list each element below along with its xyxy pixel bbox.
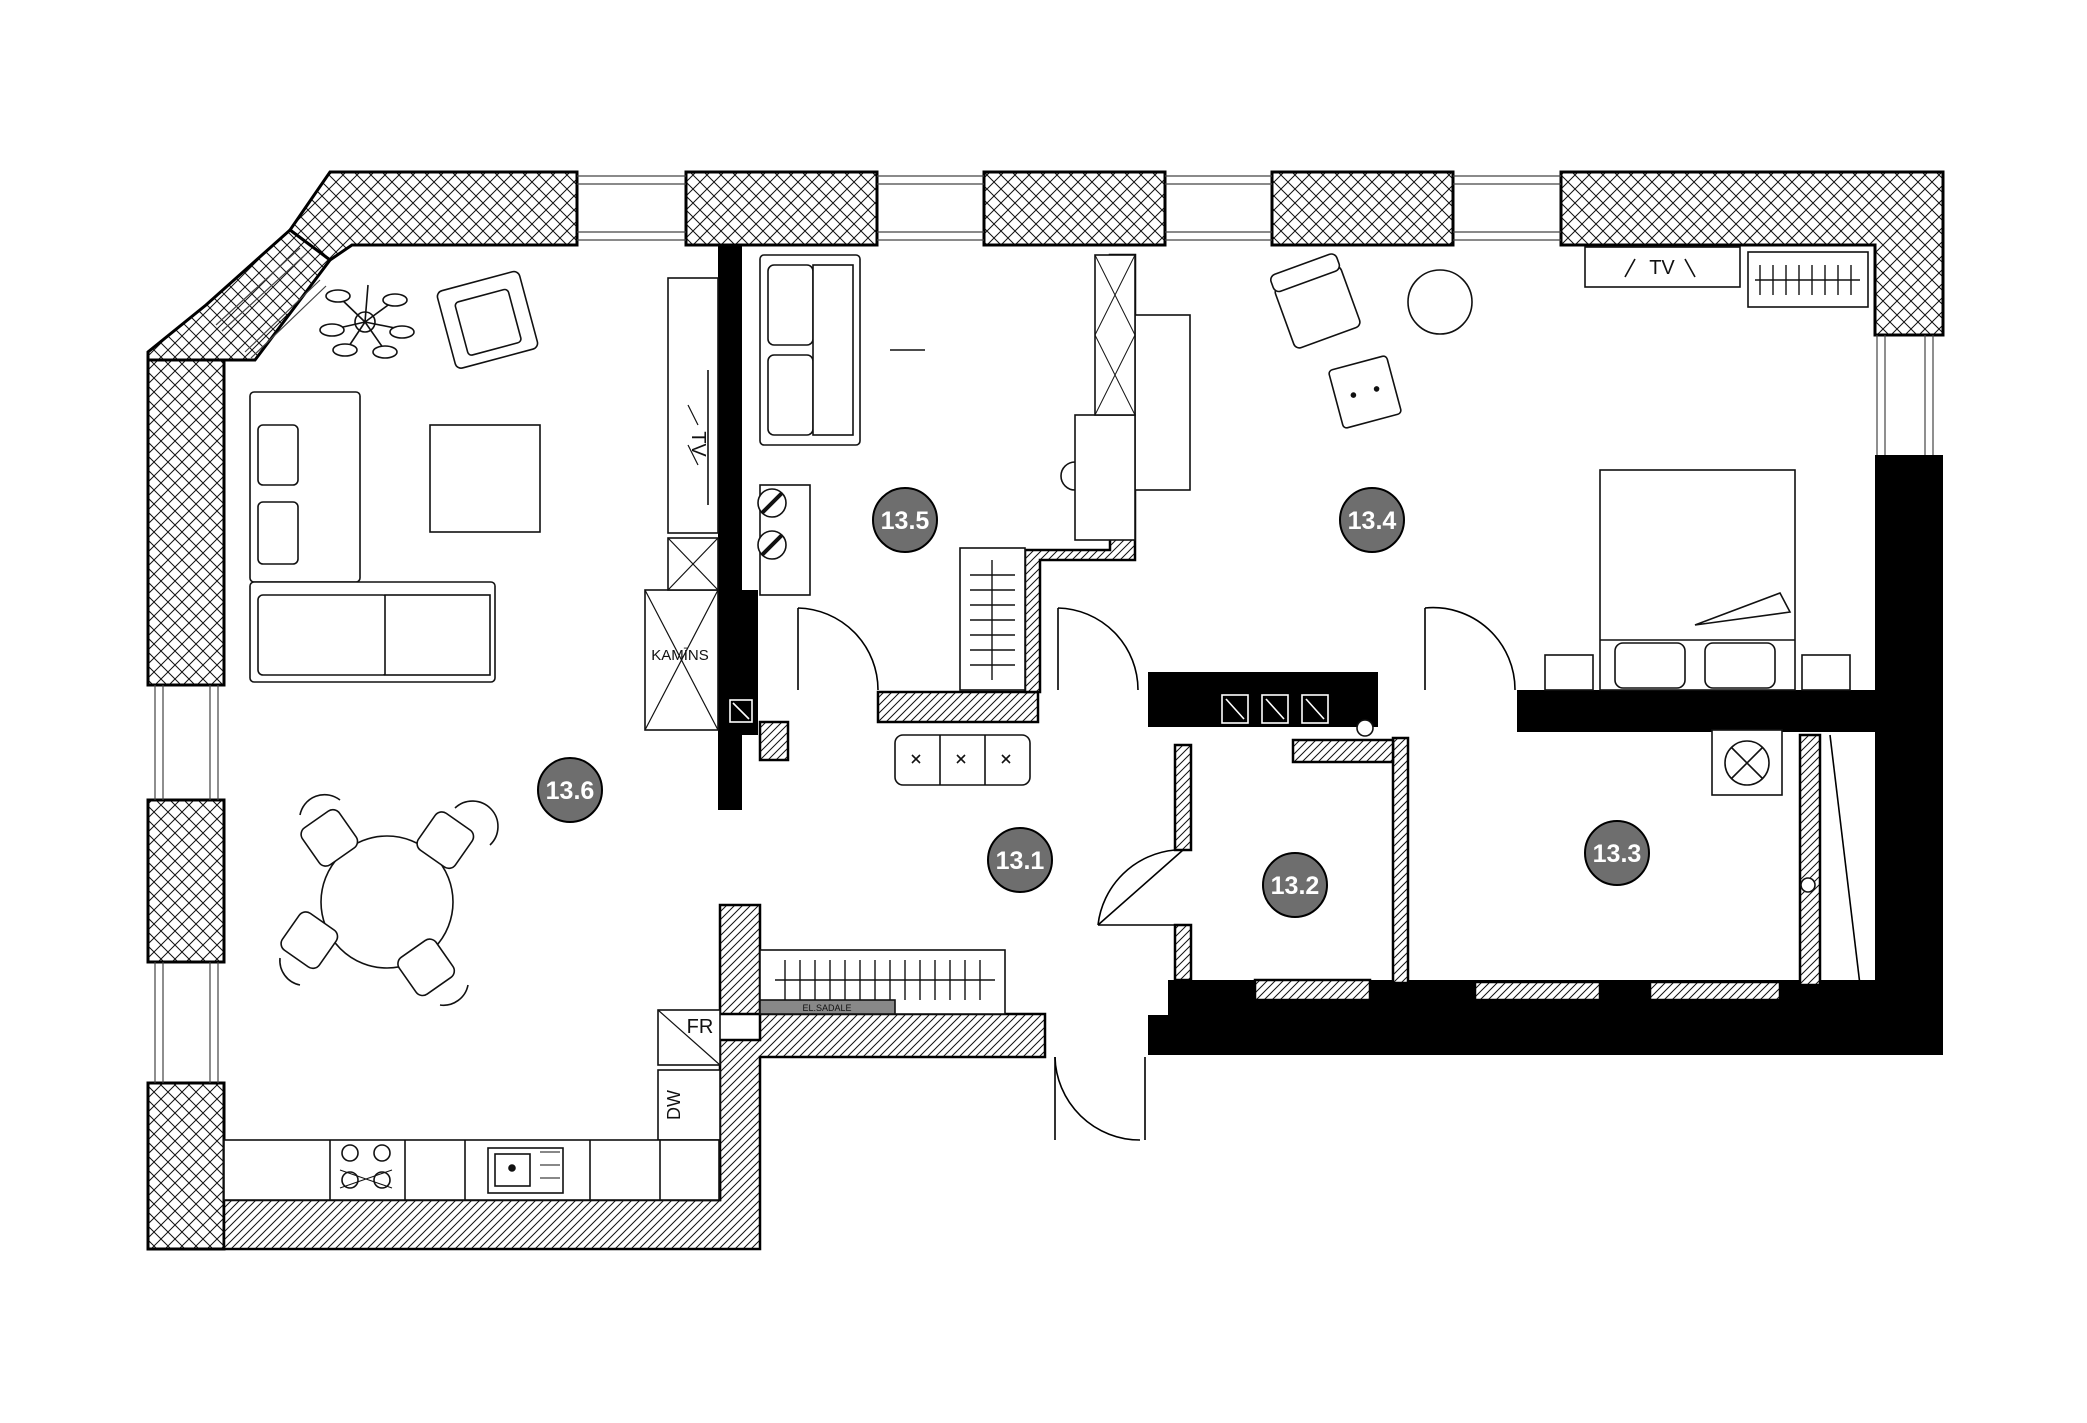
bathroom-vent [1711,729,1816,893]
dining-table-icon [280,808,475,997]
wardrobe-hangers [970,560,1015,680]
svg-text:13.5: 13.5 [881,507,930,535]
chair-arcs [279,793,499,1007]
fireplace-label: KAMĪNS [651,647,709,664]
svg-text:13.6: 13.6 [546,777,595,805]
room-badge-13-2: 13.2 [1262,852,1328,918]
svg-text:13.3: 13.3 [1593,840,1642,868]
svg-text:13.1: 13.1 [996,847,1045,875]
hall-hangers [775,960,995,1000]
tv-living-label: TV [687,431,709,457]
plant-icon [319,284,415,359]
hall-furniture [759,734,1031,1015]
windows [154,175,1934,1083]
bedroom-furniture [1270,246,1869,691]
svg-text:13.2: 13.2 [1271,872,1320,900]
wardrobe-bedroom-hangers [1755,265,1860,295]
armchair-icon [436,270,539,369]
electric-panel-label: EL.SADALE [802,1003,851,1013]
room-badge-13-6: 13.6 [537,757,603,823]
exterior-walls [146,170,1945,1251]
tv-bedroom-label: TV [1649,257,1675,279]
room-badge-13-5: 13.5 [872,487,938,553]
doors [797,606,1861,1141]
living-furniture [223,270,721,1201]
corner-sofa-icon [249,391,496,683]
study-furniture [757,254,1191,691]
coffee-table [429,424,541,533]
meter-icon [1356,719,1374,737]
room-badge-13-4: 13.4 [1339,487,1405,553]
vent-shafts [729,694,1329,724]
svg-text:13.4: 13.4 [1348,507,1397,535]
fridge-label: FR [687,1016,714,1038]
room-badge-13-1: 13.1 [987,827,1053,893]
room-badge-13-3: 13.3 [1584,820,1650,886]
dishwasher-label: DW [664,1090,684,1120]
